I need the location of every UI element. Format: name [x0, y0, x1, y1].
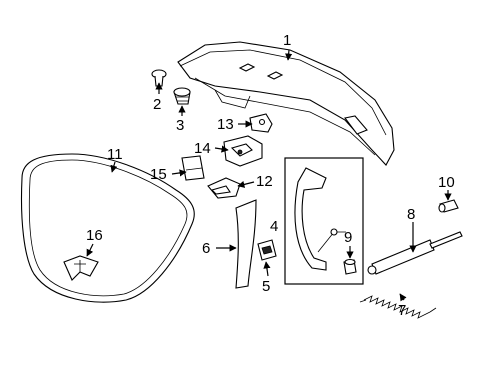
callout-3: 3: [176, 117, 184, 134]
callout-15: 15: [150, 166, 167, 183]
rubber-bumper: [173, 87, 191, 105]
trunk-lid: [177, 41, 395, 166]
ball-stud: [343, 258, 357, 275]
leader-lines: [86, 49, 452, 302]
callout-13: 13: [217, 116, 234, 133]
callout-1: 1: [283, 32, 291, 49]
weatherstrip-seal: [20, 153, 195, 303]
lock-latch: [207, 177, 241, 199]
callout-labels: 1 2 3 4 5 6 7 8 9 10 11 12 13 14 15 16: [86, 32, 455, 319]
callout-12: 12: [256, 173, 273, 190]
callout-2: 2: [153, 96, 161, 113]
lid-bracket: [249, 113, 273, 133]
strut-end-fitting: [438, 199, 459, 213]
torsion-spring: [359, 295, 437, 319]
callout-16: 16: [86, 227, 103, 244]
callout-7: 7: [398, 302, 406, 319]
callout-4: 4: [270, 218, 278, 235]
hinge-assembly-box: [284, 157, 364, 285]
callout-6: 6: [202, 240, 210, 257]
striker: [181, 155, 205, 181]
callout-9: 9: [344, 229, 352, 246]
callout-10: 10: [438, 174, 455, 191]
callout-14: 14: [194, 140, 211, 157]
trim-panel: [235, 199, 257, 289]
emblem: [63, 255, 99, 281]
latch-assembly: [223, 135, 263, 167]
retainer-clip: [257, 239, 277, 261]
gas-strut: [367, 231, 463, 275]
callout-8: 8: [407, 206, 415, 223]
callout-11: 11: [107, 146, 123, 163]
callout-5: 5: [262, 278, 270, 295]
